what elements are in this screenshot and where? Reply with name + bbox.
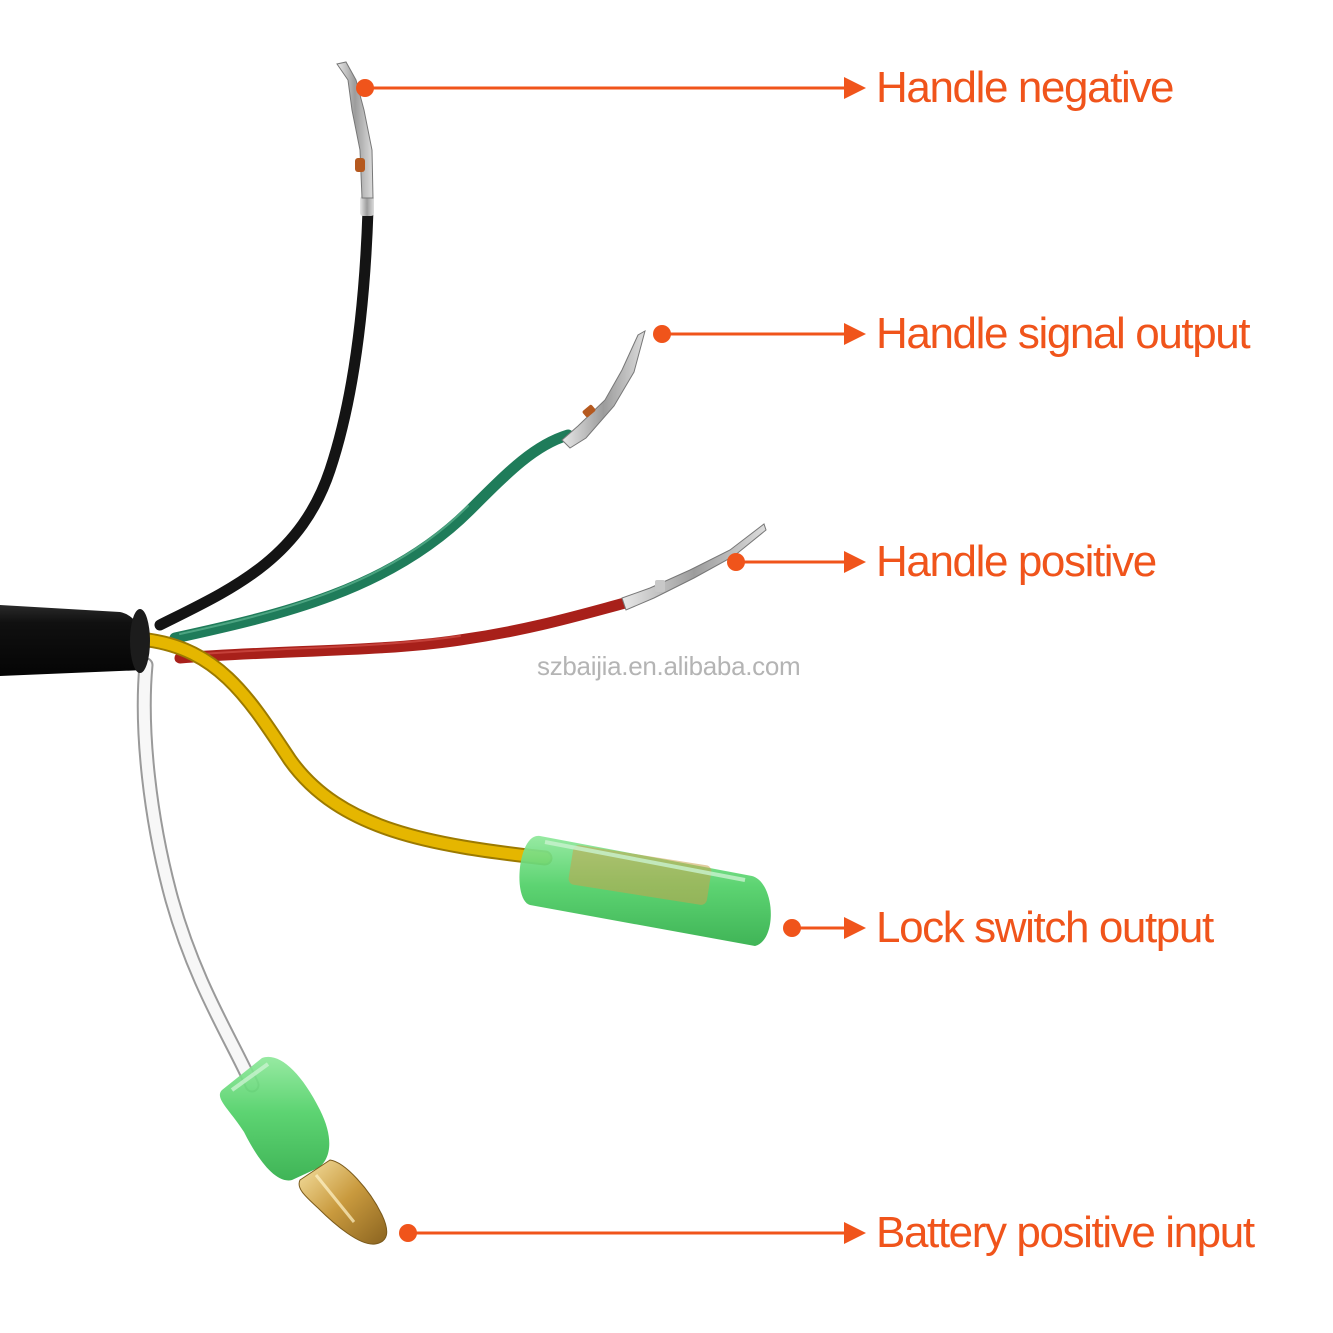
black-wire-terminal	[336, 61, 374, 216]
green-wire	[169, 429, 574, 644]
white-wire	[136, 657, 260, 1093]
label-lock-switch-output: Lock switch output	[876, 903, 1214, 952]
red-wire-terminal	[621, 523, 767, 611]
green-wire-terminal	[561, 329, 646, 449]
yellow-wire	[140, 632, 553, 866]
callout-handle-positive-leader	[727, 551, 866, 573]
callout-handle-negative-leader	[356, 77, 866, 99]
label-handle-negative: Handle negative	[876, 63, 1174, 112]
callout-lines	[356, 77, 866, 1244]
watermark-text: szbaijia.en.alibaba.com	[537, 651, 801, 681]
battery-connector	[219, 1056, 330, 1181]
label-handle-positive: Handle positive	[876, 537, 1157, 586]
lock-switch-connector	[519, 835, 771, 946]
label-handle-signal-output: Handle signal output	[876, 309, 1251, 358]
callout-lock-switch-output-leader	[783, 917, 866, 939]
callout-battery-positive-input-leader	[399, 1222, 866, 1244]
battery-bullet-terminal	[298, 1159, 388, 1245]
callout-handle-signal-output-leader	[653, 323, 866, 345]
label-battery-positive-input: Battery positive input	[876, 1208, 1255, 1257]
red-wire	[174, 597, 631, 664]
cable-sheath	[0, 605, 150, 676]
black-wire	[154, 204, 374, 631]
